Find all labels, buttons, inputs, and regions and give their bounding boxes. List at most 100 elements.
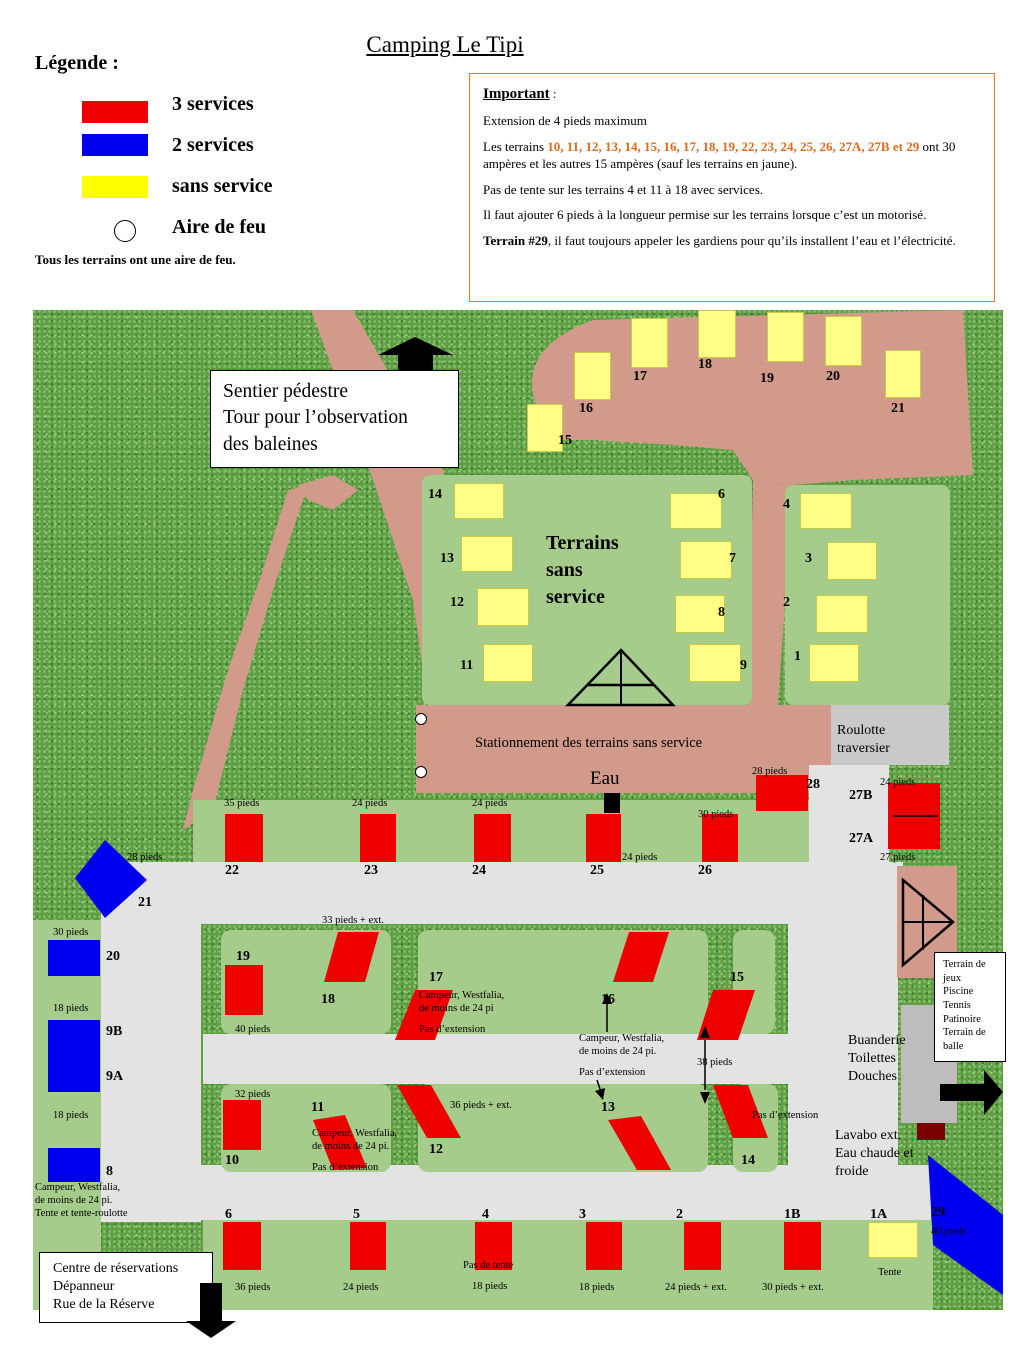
zone-title: Terrains sans service [546,530,619,611]
site-yellow[interactable] [675,595,725,633]
site-red[interactable] [756,775,808,811]
site-yellow[interactable] [816,595,868,633]
laundry-label: Buanderie Toilettes Douches [848,1032,906,1087]
site-note: 24 pieds [880,777,916,788]
site-blue[interactable] [48,1148,100,1182]
legend-swatch-2-services [82,134,148,156]
site-yellow[interactable] [670,493,722,529]
site-label: 13 [440,551,454,566]
site-label: 12 [429,1142,443,1157]
site-yellow[interactable] [461,536,513,572]
site-note: de moins de 24 pi. [312,1141,390,1152]
east-arrow-icon [940,1070,1003,1115]
site-label: 14 [741,1153,755,1168]
site-yellow[interactable] [885,350,921,398]
site-red[interactable] [586,1222,622,1270]
site-label: 19 [236,949,250,964]
reservation-sign: Centre de réservations Dépanneur Rue de … [39,1252,213,1323]
important-box: Important : Extension de 4 pieds maximum… [469,73,995,302]
site-note: 36 pieds + ext. [450,1100,512,1111]
campground-map: Sentier pédestre Tour pour l’observation… [33,310,1003,1310]
site-red[interactable] [586,814,621,862]
site-red[interactable] [474,814,511,862]
site-label: 12 [450,595,464,610]
site-note: 30 pieds [53,927,89,938]
site-yellow[interactable] [698,310,736,358]
site-red[interactable] [475,1222,512,1270]
site-red[interactable] [225,814,263,862]
site-red[interactable] [784,1222,821,1270]
site-label: 17 [633,369,647,384]
site-red[interactable] [223,1100,261,1150]
site-yellow[interactable] [689,644,741,682]
site-label: 1 [794,649,801,664]
legend-heading: Légende : [35,52,119,74]
site-note: 18 pieds [53,1110,89,1121]
site-red[interactable] [350,1222,386,1270]
site-yellow[interactable] [631,318,668,368]
laundry-line: Toilettes [848,1051,897,1067]
page-title: Camping Le Tipi [366,32,524,57]
site-red-slanted [613,932,669,982]
site-note: Tente et tente-roulotte [35,1208,128,1219]
road [809,765,889,865]
reservation-line: Dépanneur [53,1279,115,1295]
road [788,862,898,1202]
site-red[interactable] [223,1222,261,1270]
trail-sign: Sentier pédestre Tour pour l’observation… [210,370,459,468]
fire-circle-icon [114,220,136,242]
site-label: 26 [698,863,712,878]
site-note: Campeur, Westfalia, [419,990,505,1001]
site-yellow[interactable] [574,352,611,400]
site-yellow[interactable] [800,493,852,529]
site-yellow[interactable] [477,588,529,626]
site-label: 27B [849,788,873,803]
site-blue[interactable] [48,1020,100,1092]
site-red[interactable] [702,814,738,862]
site-label: 23 [364,863,378,878]
site-red-slanted [608,1116,671,1170]
site-yellow[interactable] [680,541,732,579]
sink-icon [917,1123,945,1140]
site-label: 2 [676,1207,683,1222]
fire-circle-icon [415,713,427,725]
site-yellow[interactable] [825,316,862,366]
site-label: 3 [805,551,812,566]
site-yellow[interactable] [454,483,504,519]
site-label: 9 [740,658,747,673]
road [203,1034,803,1084]
site-label: 4 [783,497,790,512]
site-yellow[interactable] [809,644,859,682]
site-yellow[interactable] [827,542,877,580]
site-yellow[interactable] [483,644,533,682]
site-yellow[interactable] [527,404,563,452]
site-note: 18 pieds [472,1281,508,1292]
important-heading: Important [483,86,550,102]
site-label: 14 [428,487,442,502]
site-note: 18 pieds [53,1003,89,1014]
site-label: 11 [460,658,474,673]
road [101,862,201,1222]
site-red[interactable] [360,814,396,862]
site-note: 30 pieds + ext. [762,1282,824,1293]
water-tap-icon [604,793,620,813]
site-note: Campeur, Westfalia, [312,1128,398,1139]
legend-note: Tous les terrains ont une aire de feu. [35,252,236,267]
site-label: 11 [311,1100,325,1115]
important-line: Extension de 4 pieds maximum [483,113,647,129]
site-label: 8 [106,1164,113,1179]
site-label: 5 [353,1207,360,1222]
site-label: 6 [718,487,725,502]
site-red[interactable] [225,965,263,1015]
south-arrow-icon [186,1283,236,1338]
legend-label: 2 services [172,134,254,156]
site-label: 16 [601,992,615,1007]
site-yellow[interactable] [868,1222,918,1258]
reservation-line: Rue de la Réserve [53,1297,155,1313]
site-label: 10 [225,1153,239,1168]
site-label: 24 [472,863,486,878]
site-yellow[interactable] [767,312,804,362]
amenity-line: Terrain de [943,959,986,970]
site-blue[interactable] [48,940,100,976]
site-red[interactable] [684,1222,721,1270]
